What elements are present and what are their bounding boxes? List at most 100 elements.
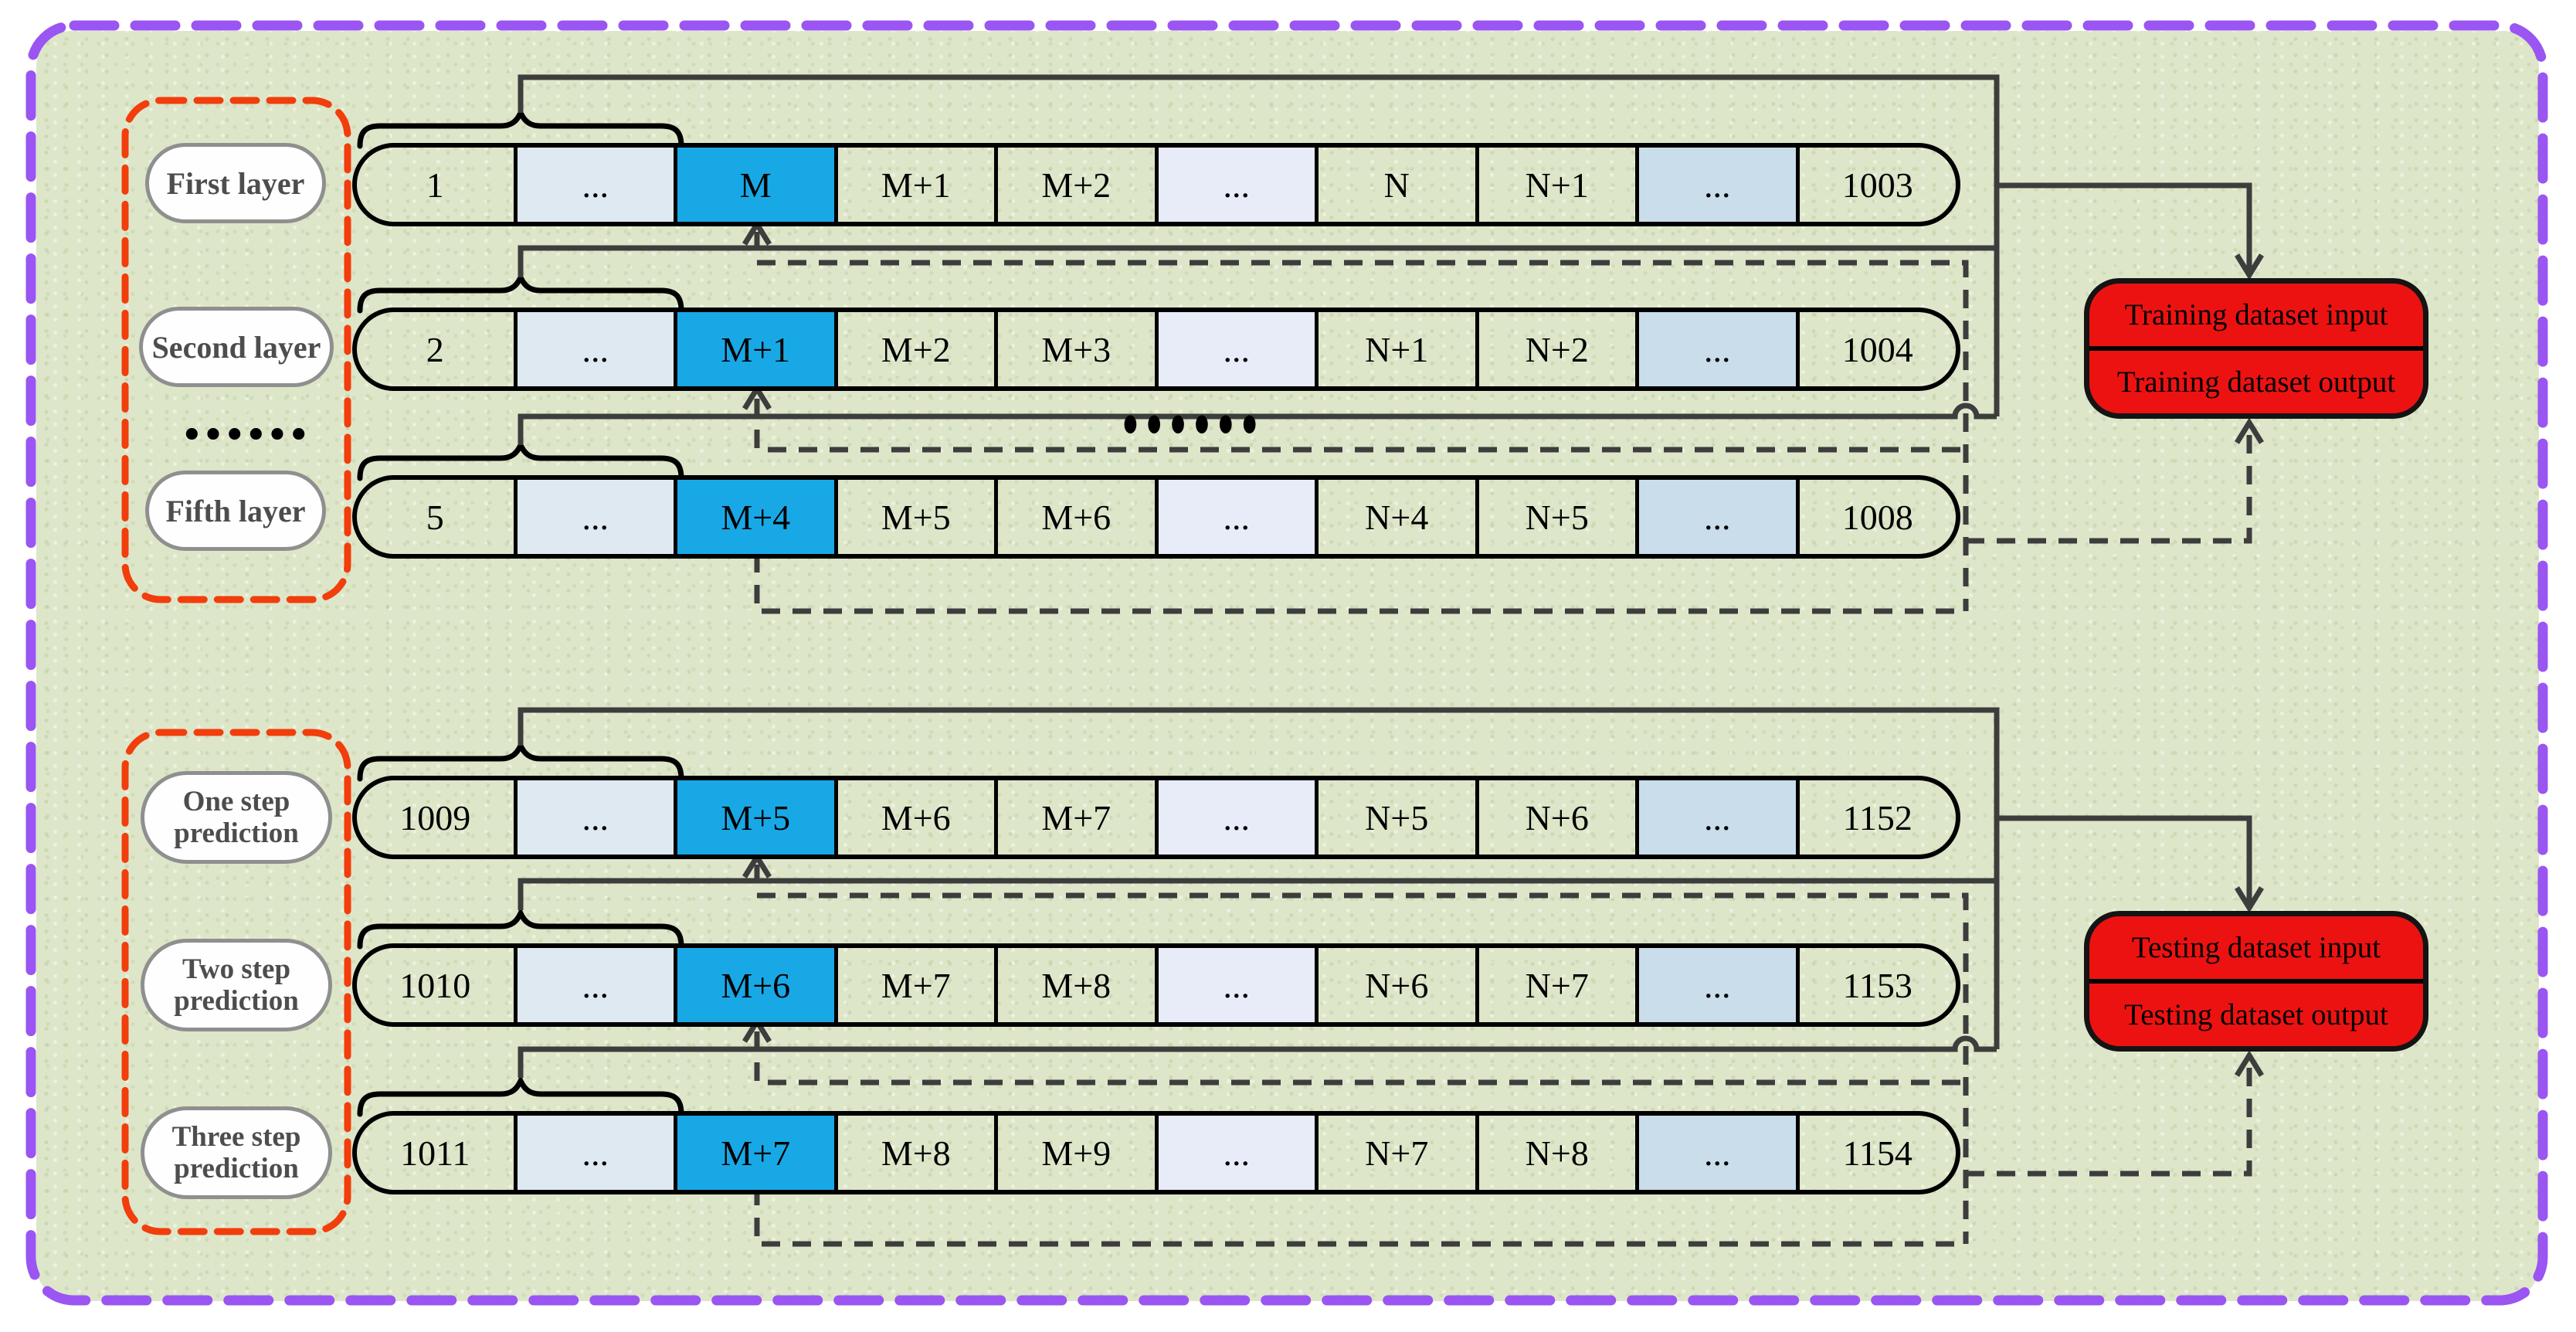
outer-dashed-border bbox=[25, 20, 2548, 1306]
training-row-3-cell-1: 5 bbox=[426, 497, 444, 537]
training-row-1-cell-4: M+1 bbox=[833, 148, 995, 222]
training-input-branch bbox=[1997, 182, 2252, 270]
training-dataset-output-label: Training dataset output bbox=[2089, 346, 2423, 413]
training-row-2-cell-6: ... bbox=[1154, 312, 1315, 386]
training-output-row2-line bbox=[754, 399, 1966, 453]
layer-group-border bbox=[121, 97, 351, 603]
training-row-2-cell-4: M+2 bbox=[833, 312, 995, 386]
training-row-1-cell-7: N bbox=[1315, 148, 1475, 222]
training-input-row3-feed bbox=[518, 403, 1997, 445]
training-row-1-cell-10: 1003 bbox=[1795, 148, 1957, 222]
testing-output-arrowhead bbox=[2235, 1050, 2264, 1077]
layer-label-second: Second layer bbox=[139, 307, 334, 387]
layer-label-fifth-text: Fifth layer bbox=[165, 493, 306, 528]
training-row-3-cell-9: ... bbox=[1635, 480, 1796, 554]
testing-row-2-cell-4: M+7 bbox=[833, 948, 995, 1022]
training-row-3-cell-7: N+4 bbox=[1315, 480, 1475, 554]
testing-row-1-cell-2: ... bbox=[513, 780, 674, 855]
training-row-3-cell-4: M+5 bbox=[833, 480, 995, 554]
testing-row-2-cell-8: N+7 bbox=[1475, 948, 1636, 1022]
testing-row-3-cell-10: 1154 bbox=[1795, 1116, 1957, 1190]
layer-label-second-text: Second layer bbox=[151, 329, 321, 365]
board-background bbox=[36, 31, 2539, 1301]
testing-input-branch bbox=[1997, 815, 2252, 903]
testing-row-3-cell-1: 1011 bbox=[400, 1133, 470, 1173]
input-window-brace-1 bbox=[357, 106, 684, 149]
testing-row-1-cell-4: M+6 bbox=[833, 780, 995, 855]
rows-ellipsis-dots: •••••• bbox=[1118, 389, 1261, 463]
testing-row-1-cell-9: ... bbox=[1635, 780, 1796, 855]
training-row-3-cell-6: ... bbox=[1154, 480, 1315, 554]
testing-row-1-cell-7: N+5 bbox=[1315, 780, 1475, 855]
testing-row-3-cell-2: ... bbox=[513, 1116, 674, 1190]
testing-row-2-cell-1: 1010 bbox=[399, 965, 471, 1005]
testing-input-row2-feed bbox=[518, 878, 1997, 910]
testing-row-2-cell-9: ... bbox=[1635, 948, 1796, 1022]
step-label-one-line1: One step bbox=[182, 785, 290, 817]
testing-dataset-input-label: Testing dataset input bbox=[2131, 931, 2381, 964]
training-row-2-cell-1: 2 bbox=[426, 329, 444, 369]
testing-row-2-cell-3: M+6 bbox=[674, 948, 834, 1022]
training-row-2-cell-2: ... bbox=[513, 312, 674, 386]
training-row-2-cell-7: N+1 bbox=[1315, 312, 1475, 386]
training-row-2-cell-5: M+3 bbox=[994, 312, 1155, 386]
input-window-brace-5 bbox=[357, 906, 684, 950]
training-row-1-cell-1: 1 bbox=[426, 165, 444, 205]
testing-output-row1-line bbox=[757, 892, 1969, 1244]
testing-row-2-cell-10: 1153 bbox=[1795, 948, 1957, 1022]
layer-ellipsis-dots: •••••• bbox=[179, 413, 311, 459]
testing-row-3-cell-9: ... bbox=[1635, 1116, 1796, 1190]
training-output-row1-line bbox=[757, 260, 1969, 611]
training-row-2-cell-8: N+2 bbox=[1475, 312, 1636, 386]
input-window-brace-2 bbox=[357, 270, 684, 314]
step-label-three: Three step prediction bbox=[141, 1106, 332, 1199]
layer-label-first-text: First layer bbox=[166, 165, 305, 201]
step-label-one-line2: prediction bbox=[174, 817, 299, 849]
testing-output-row3-line bbox=[754, 1187, 1966, 1247]
step-label-one: One step prediction bbox=[141, 771, 332, 864]
testing-row-3-cell-3: M+7 bbox=[674, 1116, 834, 1190]
training-row-3-cell-5: M+6 bbox=[994, 480, 1155, 554]
testing-row-1-cell-6: ... bbox=[1154, 780, 1315, 855]
testing-row-1-cell-1: 1009 bbox=[399, 797, 471, 838]
step-label-three-line2: prediction bbox=[174, 1153, 299, 1184]
input-window-brace-3 bbox=[357, 438, 684, 481]
step-label-three-line1: Three step bbox=[171, 1120, 301, 1153]
training-row-1-cell-5: M+2 bbox=[994, 148, 1155, 222]
testing-row-3-cell-7: N+7 bbox=[1315, 1116, 1475, 1190]
training-row-1-cell-6: ... bbox=[1154, 148, 1315, 222]
layer-label-first: First layer bbox=[145, 143, 326, 223]
step-label-two: Two step prediction bbox=[141, 939, 332, 1031]
training-row-1-cell-2: ... bbox=[513, 148, 674, 222]
training-input-arrowhead bbox=[2235, 253, 2264, 280]
testing-input-arrowhead bbox=[2235, 886, 2264, 913]
testing-row-3-cell-4: M+8 bbox=[833, 1116, 995, 1190]
testing-row-1-cell-10: 1152 bbox=[1795, 780, 1957, 855]
testing-row-1-cell-5: M+7 bbox=[994, 780, 1155, 855]
prediction-group-border bbox=[121, 729, 351, 1235]
step-label-two-line1: Two step bbox=[182, 953, 291, 985]
testing-row-1-cell-8: N+6 bbox=[1475, 780, 1636, 855]
training-row-1-cell-9: ... bbox=[1635, 148, 1796, 222]
testing-row-2-cell-2: ... bbox=[513, 948, 674, 1022]
training-output-arrowhead bbox=[2235, 417, 2264, 444]
testing-row-1-cell-3: M+5 bbox=[674, 780, 834, 855]
step-label-two-line2: prediction bbox=[174, 985, 299, 1017]
training-row-2-cell-10: 1004 bbox=[1795, 312, 1957, 386]
testing-row-2-cell-6: ... bbox=[1154, 948, 1315, 1022]
input-window-brace-6 bbox=[357, 1074, 684, 1117]
testing-row-2-cell-5: M+8 bbox=[994, 948, 1155, 1022]
testing-dataset-box: Testing dataset input Testing dataset ou… bbox=[2084, 911, 2428, 1052]
training-input-row2-feed bbox=[518, 245, 1997, 277]
training-row-3-cell-2: ... bbox=[513, 480, 674, 554]
training-row-3-cell-3: M+4 bbox=[674, 480, 834, 554]
testing-row-3-cell-5: M+9 bbox=[994, 1116, 1155, 1190]
